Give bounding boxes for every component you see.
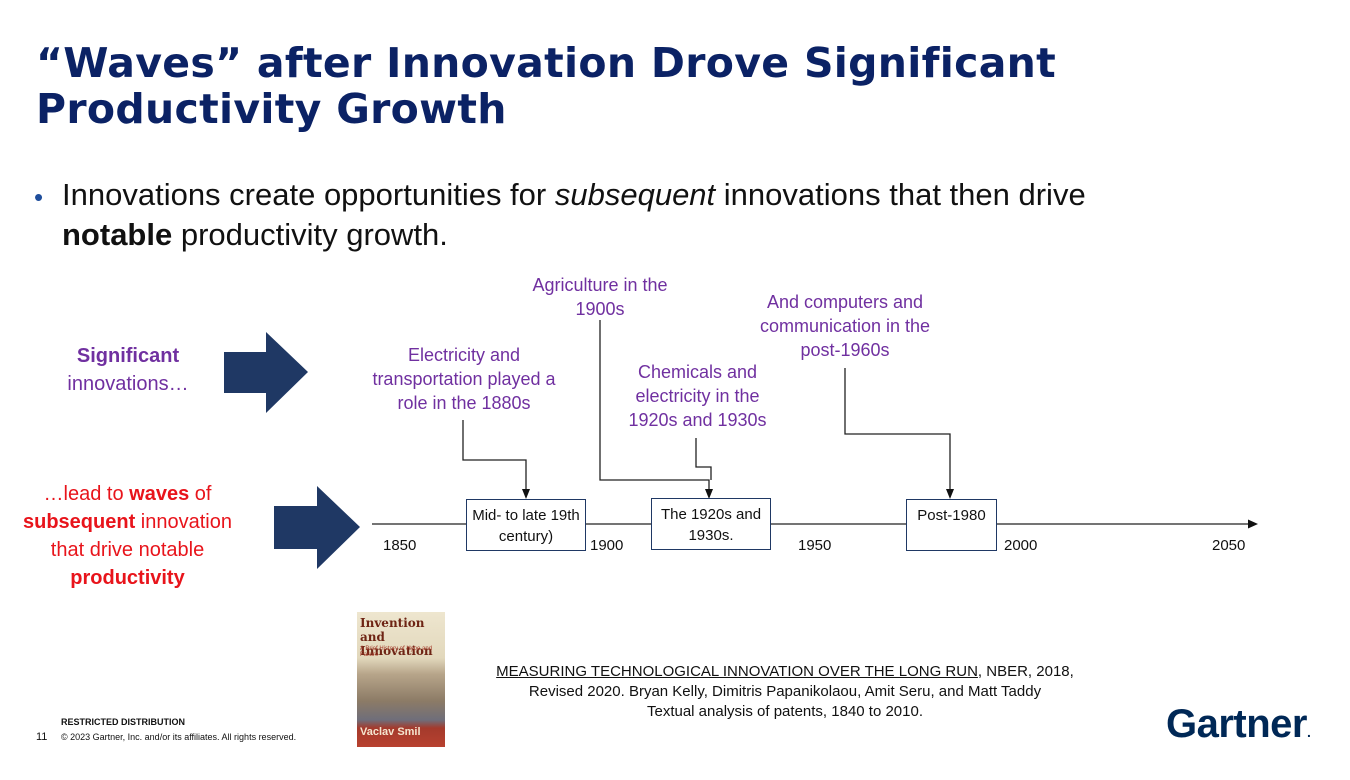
box-1920s-1930s: The 1920s and 1930s. [651, 498, 771, 550]
restricted-label: RESTRICTED DISTRIBUTION [61, 717, 186, 727]
connector-agriculture [599, 320, 710, 492]
reference-after-link: , NBER, 2018, [977, 663, 1074, 680]
box-post-1980: Post-1980 [906, 499, 997, 551]
right-arrow-bottom-icon [274, 486, 360, 569]
logo-text: Gartner [1166, 702, 1308, 746]
productivity-bold: productivity [70, 567, 185, 589]
waves-p2: of [189, 483, 212, 505]
significant-innovations-label: Significant innovations… [48, 342, 208, 398]
bullet-part1: Innovations create opportunities for [62, 177, 555, 212]
electricity-label: Electricity and transportation played a … [372, 345, 556, 413]
innovations-text: innovations… [67, 373, 189, 395]
agriculture-label: Agriculture in the 1900s [532, 275, 668, 319]
right-arrow-top-icon [224, 332, 308, 413]
bullet-text: Innovations create opportunities for sub… [62, 175, 1262, 255]
box-mid-late-19th: Mid- to late 19th century) [466, 499, 586, 551]
gartner-logo: Gartner. [1166, 702, 1311, 747]
book-cover: Invention and Innovation A Brief History… [357, 612, 445, 747]
reference-line2: Revised 2020. Bryan Kelly, Dimitris Papa… [528, 683, 1042, 700]
year-label: 2050 [1212, 537, 1246, 554]
year-label: 1950 [798, 537, 832, 554]
reference-line3: Textual analysis of patents, 1840 to 201… [646, 703, 924, 720]
reference-link[interactable]: MEASURING TECHNOLOGICAL INNOVATION OVER … [496, 663, 978, 680]
waves-line3: that drive notable [50, 539, 205, 561]
book-author: Vaclav Smil [360, 726, 421, 738]
waves-label: …lead to waves of subsequent innovation … [0, 480, 255, 592]
year-label: 2000 [1004, 537, 1038, 554]
subsequent-bold: subsequent [23, 511, 136, 533]
bullet-part3: productivity growth. [172, 217, 448, 252]
computers-label: And computers and communication in the p… [759, 292, 931, 360]
bullet-part2: innovations that then drive [715, 177, 1086, 212]
page-title: “Waves” after Innovation Drove Significa… [36, 39, 1057, 133]
waves-bold: waves [129, 483, 190, 505]
book-title: Invention and Innovation [360, 616, 433, 658]
year-label: 1850 [383, 537, 417, 554]
page-number: 11 [36, 731, 48, 743]
reference-text: MEASURING TECHNOLOGICAL INNOVATION OVER … [465, 662, 1105, 722]
connector-computers [844, 368, 951, 491]
copyright-text: © 2023 Gartner, Inc. and/or its affiliat… [61, 732, 297, 742]
logo-mark: . [1307, 724, 1311, 740]
waves-p3: innovation [135, 511, 232, 533]
bullet-italic: subsequent [554, 177, 716, 212]
year-label: 1900 [590, 537, 624, 554]
chemicals-label: Chemicals and electricity in the 1920s a… [628, 362, 767, 430]
significant-bold: Significant [76, 345, 180, 367]
connector-chemicals [695, 438, 712, 480]
waves-p1: …lead to [43, 483, 130, 505]
book-subtitle: A Brief History of Hype and Failure [360, 646, 433, 658]
connector-electricity [462, 420, 527, 491]
timeline-arrowhead-icon [1248, 519, 1258, 529]
bullet-icon: • [34, 182, 44, 212]
bullet-bold: notable [62, 217, 173, 252]
